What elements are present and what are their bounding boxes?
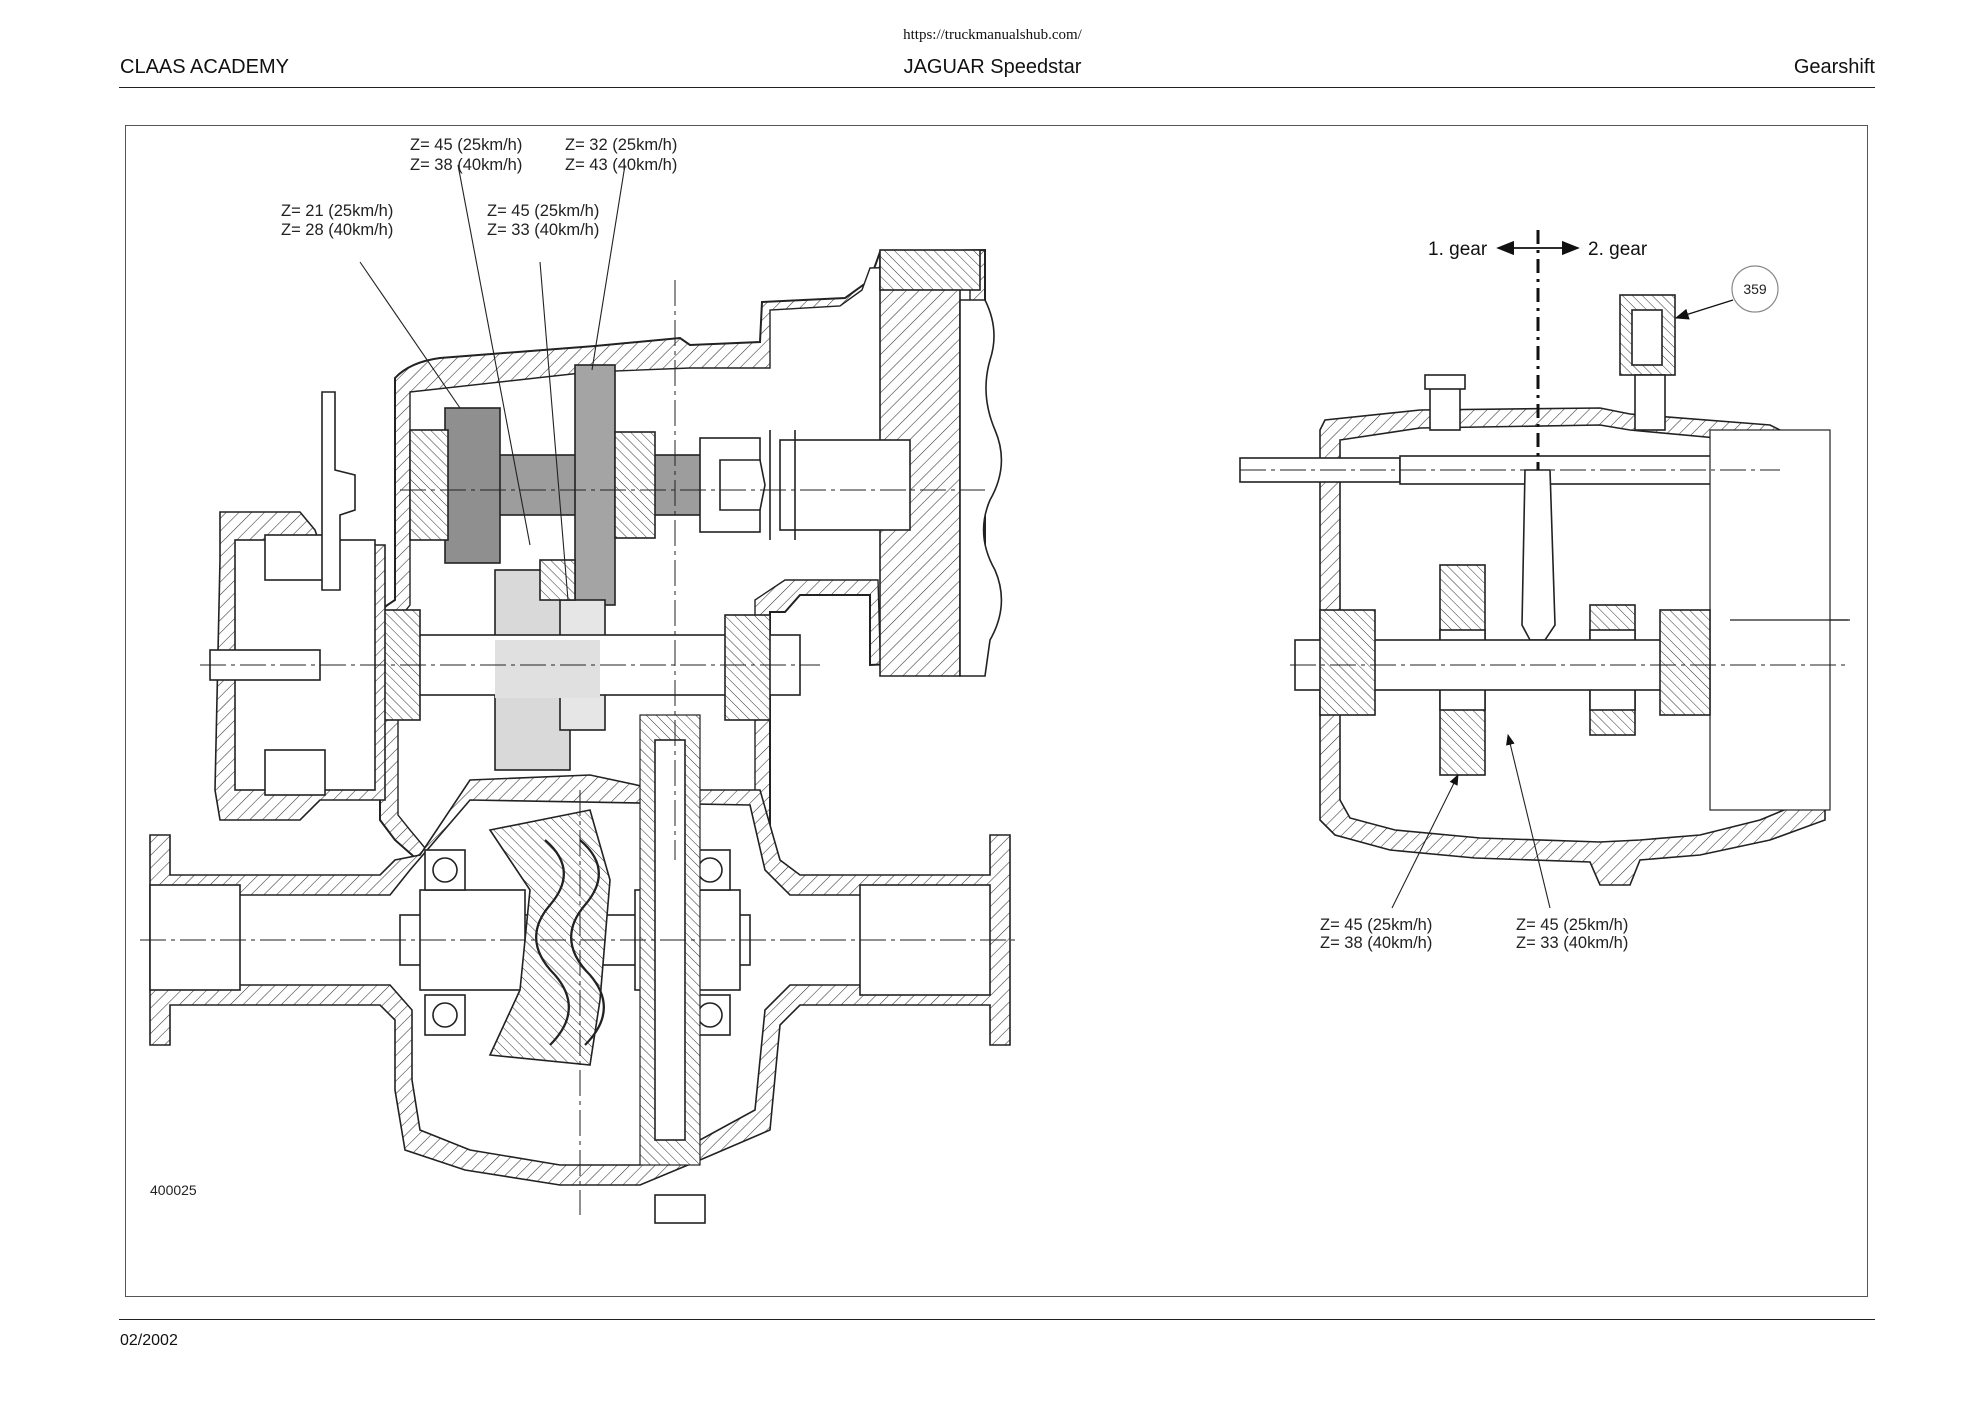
right-sectional-view — [1239, 294, 1850, 886]
figure-id: 400025 — [150, 1182, 197, 1198]
footer-date: 02/2002 — [120, 1332, 178, 1349]
gear-selector-indicator — [1496, 230, 1580, 470]
label-gear-f-line1: Z= 45 (25km/h) — [1516, 916, 1628, 934]
left-gear-labels: Z= 45 (25km/h) Z= 38 (40km/h) Z= 32 (25k… — [150, 136, 677, 1198]
label-gear-c-line1: Z= 21 (25km/h) — [281, 202, 393, 220]
second-gear-label: 2. gear — [1588, 239, 1648, 260]
label-gear-c-line2: Z= 28 (40km/h) — [281, 221, 393, 239]
right-leader-lines — [1391, 733, 1551, 909]
label-gear-f-line2: Z= 33 (40km/h) — [1516, 934, 1628, 952]
label-gear-e-line1: Z= 45 (25km/h) — [1320, 916, 1432, 934]
header-section: Gearshift — [1793, 56, 1875, 78]
header-rule — [119, 87, 1875, 88]
shift-fork — [1521, 469, 1556, 641]
label-gear-b-line1: Z= 32 (25km/h) — [565, 136, 677, 154]
source-url: https://truckmanualshub.com/ — [903, 27, 1082, 43]
left-sectional-view — [140, 248, 1020, 1224]
label-gear-a-line2: Z= 38 (40km/h) — [410, 156, 522, 174]
footer-rule — [119, 1319, 1875, 1320]
header-title: JAGUAR Speedstar — [903, 56, 1082, 78]
label-gear-b-line2: Z= 43 (40km/h) — [565, 156, 677, 174]
label-gear-d-line1: Z= 45 (25km/h) — [487, 202, 599, 220]
callout-359: 359 — [1674, 265, 1779, 320]
header-brand: CLAAS ACADEMY — [120, 56, 289, 78]
label-gear-a-line1: Z= 45 (25km/h) — [410, 136, 522, 154]
first-gear-label: 1. gear — [1428, 239, 1488, 260]
callout-number: 359 — [1743, 281, 1767, 297]
figure-frame — [125, 125, 1868, 1297]
left-leader-lines — [359, 164, 626, 601]
label-gear-e-line2: Z= 38 (40km/h) — [1320, 934, 1432, 952]
label-gear-d-line2: Z= 33 (40km/h) — [487, 221, 599, 239]
right-gear-labels: Z= 45 (25km/h) Z= 38 (40km/h) Z= 45 (25k… — [1320, 916, 1628, 952]
